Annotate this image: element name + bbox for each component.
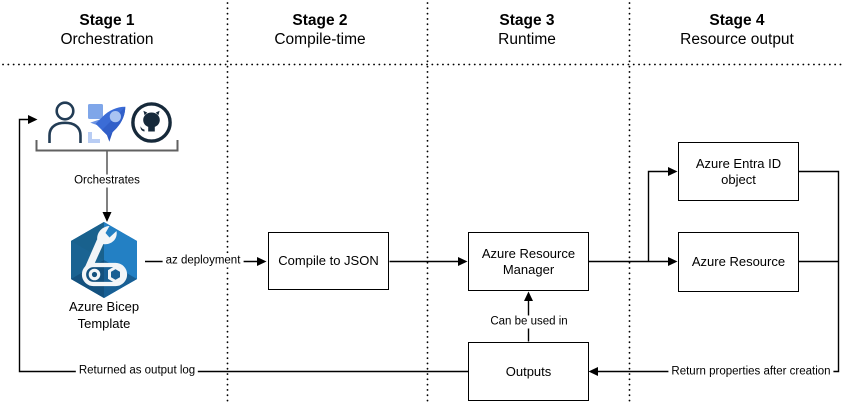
arrowhead-arm-to-resource — [668, 257, 678, 266]
azure-resource-box: Azure Resource — [678, 232, 799, 292]
person-icon — [48, 101, 82, 143]
arrowhead-compile-to-arm — [458, 257, 468, 266]
actors-bracket — [35, 140, 179, 152]
stage-4-subtitle: Resource output — [680, 31, 794, 48]
stage-2-title: Stage 2 — [292, 12, 348, 29]
bicep-template-caption: Azure Bicep Template — [68, 299, 140, 331]
stage-2-subtitle: Compile-time — [274, 31, 366, 48]
arrowhead-entra-return — [588, 367, 598, 376]
stage-4-header: Stage 4 Resource output — [627, 11, 847, 49]
edge-label-returned-as-output-log: Returned as output log — [75, 364, 199, 378]
arrowhead-outputs-to-arm — [524, 291, 533, 301]
arrowhead-output-log-loop — [28, 115, 38, 124]
stage-2-header: Stage 2 Compile-time — [210, 11, 430, 49]
arrowhead-az-deployment — [257, 257, 267, 266]
github-icon — [131, 102, 172, 143]
stage-3-title: Stage 3 — [499, 12, 555, 29]
arrowhead-branch-to-entra — [668, 167, 678, 176]
compile-to-json-box: Compile to JSON — [268, 232, 389, 290]
edge-label-can-be-used-in: Can be used in — [487, 315, 571, 329]
pipeline-rocket-icon — [88, 104, 126, 143]
edge-label-az-deployment: az deployment — [162, 254, 244, 268]
azure-bicep-hexagon-icon — [71, 222, 137, 298]
stage-1-subtitle: Orchestration — [60, 31, 154, 48]
edge-label-return-properties: Return properties after creation — [668, 365, 834, 379]
edge-branch-to-entra — [647, 170, 668, 262]
stage-3-header: Stage 3 Runtime — [417, 11, 637, 49]
stage-4-title: Stage 4 — [709, 12, 765, 29]
edge-output-log-loop — [18, 118, 468, 373]
stage-3-subtitle: Runtime — [498, 31, 556, 48]
azure-resource-manager-box: Azure Resource Manager — [468, 232, 589, 291]
azure-entra-id-object-box: Azure Entra ID object — [678, 142, 799, 201]
arrowhead-orchestrates — [102, 212, 112, 222]
stage-1-title: Stage 1 — [79, 12, 135, 29]
edge-label-orchestrates: Orchestrates — [71, 174, 143, 188]
outputs-box: Outputs — [468, 342, 589, 401]
stage-1-header: Stage 1 Orchestration — [0, 11, 217, 49]
